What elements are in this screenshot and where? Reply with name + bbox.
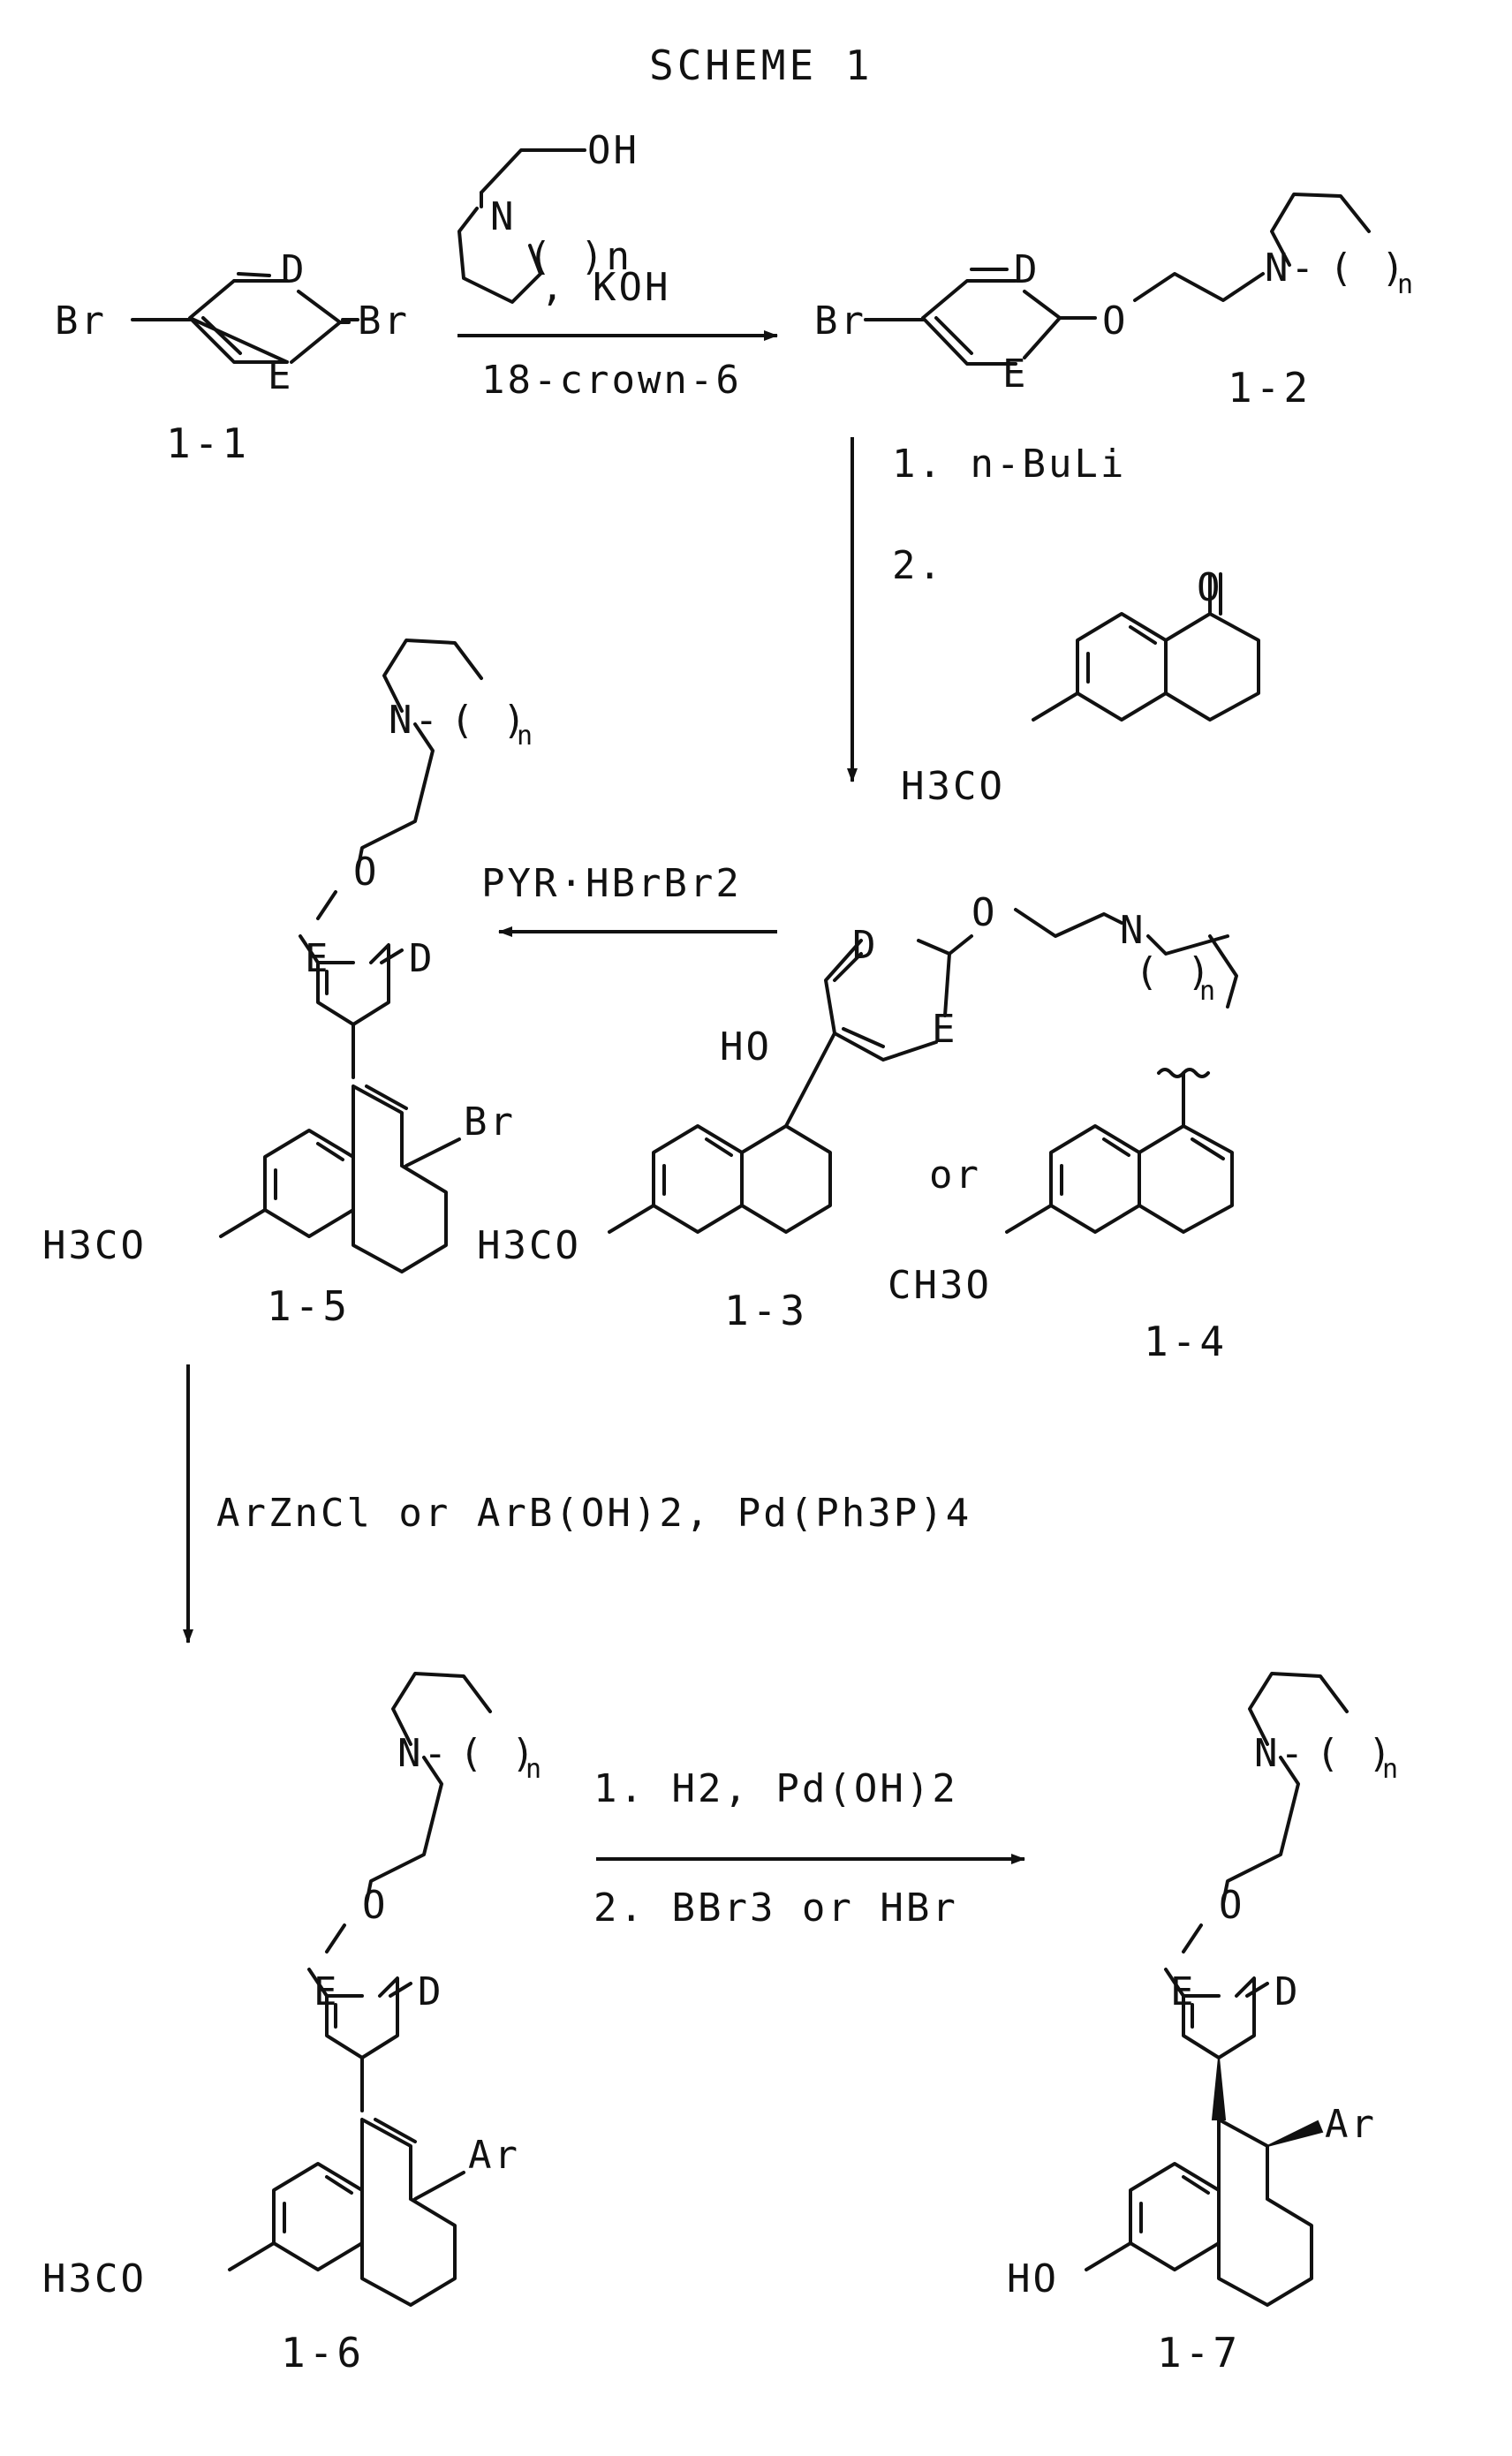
subscript-n-1-6: n [525, 1754, 541, 1785]
condition-nbuli: 1. n-BuLi [892, 442, 1126, 487]
atom-e-1-3: E [932, 1007, 958, 1052]
compound-1-4: CH3O 1-4 [888, 1069, 1232, 1365]
compound-1-1: Br D E Br 1-1 [55, 247, 410, 467]
atom-e-1-2: E [1002, 351, 1029, 397]
condition-pyr-hbrbr2: PYR·HBrBr2 [481, 861, 742, 906]
compound-tetralone: O H3CO [901, 565, 1259, 809]
h3co-tetralone: H3CO [901, 764, 1005, 809]
atom-ho-1-3: HO [720, 1024, 772, 1069]
subscript-n-1-5: n [517, 721, 533, 752]
label-1-2: 1-2 [1228, 364, 1312, 412]
atom-n-1-3: N [1120, 908, 1146, 953]
atom-d-1-7: D [1274, 1969, 1301, 2014]
ch3o-1-4: CH3O [888, 1263, 992, 1308]
h3co-1-3: H3CO [477, 1223, 581, 1268]
atom-e-1-7: E [1170, 1969, 1197, 2014]
atom-o-1-7: O [1219, 1883, 1245, 1928]
paren-1-2: ( ) [1329, 246, 1407, 291]
compound-1-2: Br D E O N- ( ) n 1-2 [814, 194, 1413, 412]
koh-text: , KOH [541, 265, 670, 310]
atom-o-1-2: O [1102, 298, 1129, 344]
condition-step2: 2. [892, 543, 944, 588]
label-1-7: 1-7 [1157, 2329, 1241, 2377]
compound-1-7: N- ( ) n O E D Ar HO 1-7 [1007, 1674, 1398, 2377]
condition-demethylation: 2. BBr3 or HBr [593, 1885, 958, 1931]
subscript-n-1-3: n [1199, 976, 1215, 1007]
atom-d-1-6: D [418, 1969, 444, 2014]
compound-1-6: N- ( ) n O E D Ar H3CO 1-6 [42, 1674, 541, 2377]
atom-n-1-7: N- [1254, 1731, 1306, 1776]
label-1-4: 1-4 [1144, 1318, 1228, 1365]
atom-n-1-2: N- [1265, 246, 1317, 291]
atom-n-reagent: N [490, 194, 517, 239]
h3co-1-6: H3CO [42, 2256, 147, 2301]
atom-br-right: Br [358, 298, 410, 344]
atom-o-tetralone: O [1197, 565, 1223, 610]
compound-1-5: N- ( ) n O E D Br H3CO 1-5 [42, 640, 533, 1330]
atom-br-1-5: Br [464, 1100, 516, 1145]
condition-cross-coupling: ArZnCl or ArB(OH)2, Pd(Ph3P)4 [216, 1491, 971, 1536]
atom-n-1-6: N- [397, 1731, 450, 1776]
label-1-5: 1-5 [267, 1282, 351, 1330]
subscript-n-1-2: n [1397, 269, 1413, 300]
atom-n-1-5: N- [389, 698, 441, 743]
atom-e-1-5: E [305, 936, 331, 981]
atom-d-1-2: D [1014, 247, 1040, 292]
label-1-3: 1-3 [724, 1287, 808, 1334]
atom-e: E [268, 353, 294, 398]
atom-o-1-6: O [362, 1883, 389, 1928]
compound-1-3: D E O N ( ) n HO H3CO 1-3 [477, 890, 1236, 1334]
atom-br-left: Br [55, 298, 107, 344]
atom-d-1-5: D [409, 936, 435, 981]
scheme-title: SCHEME 1 [649, 42, 873, 89]
atom-ar-1-6: Ar [468, 2133, 520, 2178]
atom-e-1-6: E [314, 1969, 340, 2014]
atom-o-1-3: O [971, 890, 998, 935]
h3co-1-5: H3CO [42, 1223, 147, 1268]
text-or-1: or [929, 1152, 981, 1198]
label-1-1: 1-1 [166, 419, 250, 467]
atom-oh-reagent: OH [587, 128, 639, 173]
atom-d-1-3: D [852, 923, 879, 968]
condition-hydrogenation: 1. H2, Pd(OH)2 [593, 1766, 958, 1811]
condition-18-crown-6: 18-crown-6 [481, 358, 742, 403]
atom-d: D [281, 247, 307, 292]
label-1-6: 1-6 [281, 2329, 365, 2377]
atom-o-1-5: O [353, 850, 380, 895]
subscript-n-1-7: n [1382, 1754, 1398, 1785]
atom-br-1-2: Br [814, 298, 866, 344]
atom-ar-1-7: Ar [1325, 2102, 1377, 2147]
atom-ho-1-7: HO [1007, 2256, 1059, 2301]
reagent-aminoethanol: N OH ( )n , KOH [459, 128, 670, 310]
